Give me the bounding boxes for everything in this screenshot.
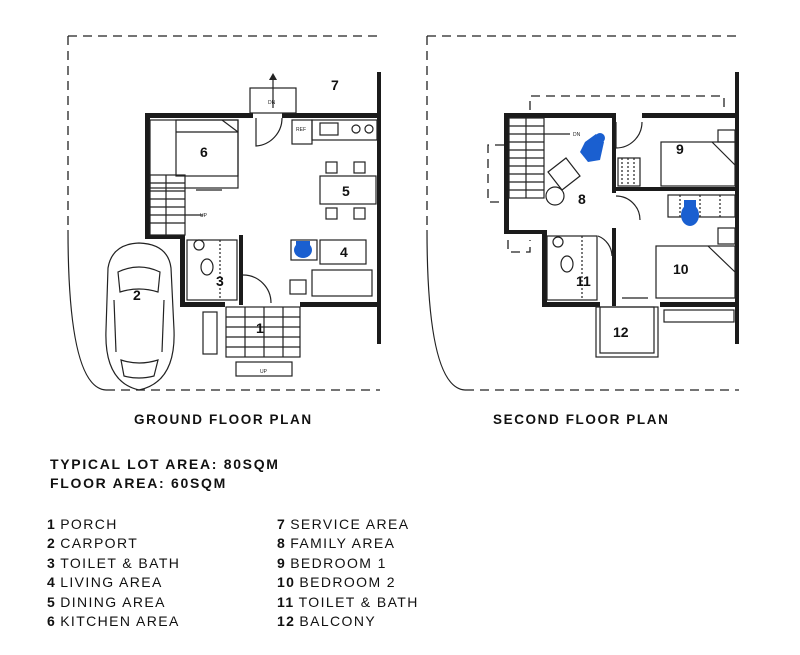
ground-toilet	[186, 239, 238, 301]
room-3-number: 3	[216, 273, 224, 289]
ground-exterior-walls	[145, 113, 377, 307]
room-11-number: 11	[576, 273, 591, 289]
room-10-number: 10	[673, 261, 689, 277]
up-label-porch: UP	[260, 369, 268, 375]
ground-boundary-wall	[377, 72, 381, 344]
second-floor-plan: DN	[426, 35, 739, 391]
bedroom-1-furniture	[617, 129, 736, 187]
second-stairs	[508, 117, 570, 199]
second-exterior-walls	[504, 113, 735, 307]
living-area-furniture	[289, 239, 373, 297]
lot-area-text: TYPICAL LOT AREA: 80SQM	[50, 456, 280, 472]
room-8-number: 8	[578, 191, 586, 207]
second-floor-title: SECOND FLOOR PLAN	[493, 412, 670, 427]
ground-stairs	[149, 174, 203, 236]
family-area-furniture	[545, 133, 605, 206]
second-boundary-wall	[735, 72, 739, 344]
carport-car	[105, 242, 175, 391]
room-6-number: 6	[200, 144, 208, 160]
ground-bath-door-swing	[242, 274, 272, 304]
second-lot-boundary	[426, 35, 739, 391]
room-9-number: 9	[676, 141, 684, 157]
dining-table	[319, 161, 377, 220]
ref-label: REF	[296, 127, 306, 133]
roof-outline	[529, 95, 725, 110]
ground-door-swing	[255, 117, 283, 147]
second-door-swing	[615, 121, 643, 149]
stove-counter	[311, 119, 378, 141]
balcony-railing	[595, 306, 735, 358]
ground-lot-curve	[67, 229, 107, 391]
dn-label-ground: DN	[268, 100, 276, 106]
porch-steps	[202, 306, 301, 377]
ground-floor-plan: DN UP REF	[67, 35, 381, 391]
room-1-number: 1	[256, 320, 264, 336]
up-label-ground-stairs: UP	[200, 213, 208, 219]
room-5-number: 5	[342, 183, 350, 199]
second-toilet	[546, 235, 598, 301]
bedroom-2-furniture	[655, 194, 736, 299]
ground-lot-boundary	[67, 35, 380, 391]
second-left-dashed	[487, 144, 504, 203]
second-lot-curve	[426, 229, 466, 391]
kitchen-counter	[149, 119, 239, 189]
second-bath-door-swing	[597, 235, 613, 257]
dn-label-second: DN	[573, 132, 581, 138]
floor-plans-drawing: DN UP REF	[67, 35, 739, 391]
room-7-number: 7	[331, 77, 339, 93]
room-12-number: 12	[613, 324, 629, 340]
ground-floor-title: GROUND FLOOR PLAN	[134, 412, 313, 427]
second-door-swing-2	[615, 195, 641, 221]
room-4-number: 4	[340, 244, 348, 260]
floor-area-text: FLOOR AREA: 60SQM	[50, 475, 227, 491]
room-2-number: 2	[133, 287, 141, 303]
